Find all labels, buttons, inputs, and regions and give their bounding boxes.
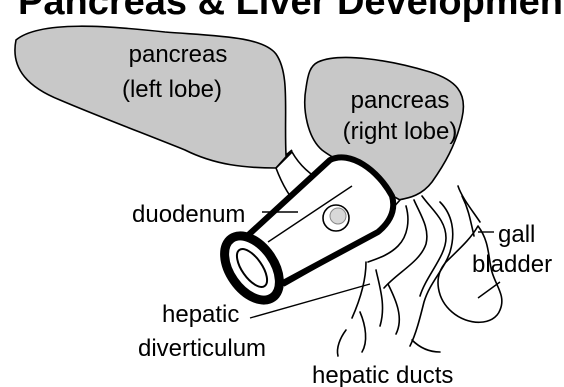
- label-duodenum: duodenum: [132, 201, 245, 228]
- label-hepatic-ducts: hepatic ducts: [312, 362, 453, 387]
- diagram-title: Pancreas & Liver Development: [18, 0, 564, 23]
- label-hepatic-diverticulum-line2: diverticulum: [138, 335, 266, 362]
- label-gall: gall: [498, 221, 535, 248]
- hepatic-diverticulum-bud: [323, 205, 349, 231]
- label-pancreas-left-line1: pancreas: [129, 41, 228, 68]
- label-pancreas-left-line2: (left lobe): [122, 76, 222, 103]
- label-hepatic-diverticulum-line1: hepatic: [162, 301, 239, 328]
- label-pancreas-right-line1: pancreas: [351, 87, 450, 114]
- label-bladder: bladder: [472, 251, 552, 278]
- label-pancreas-right-line2: (right lobe): [343, 118, 458, 145]
